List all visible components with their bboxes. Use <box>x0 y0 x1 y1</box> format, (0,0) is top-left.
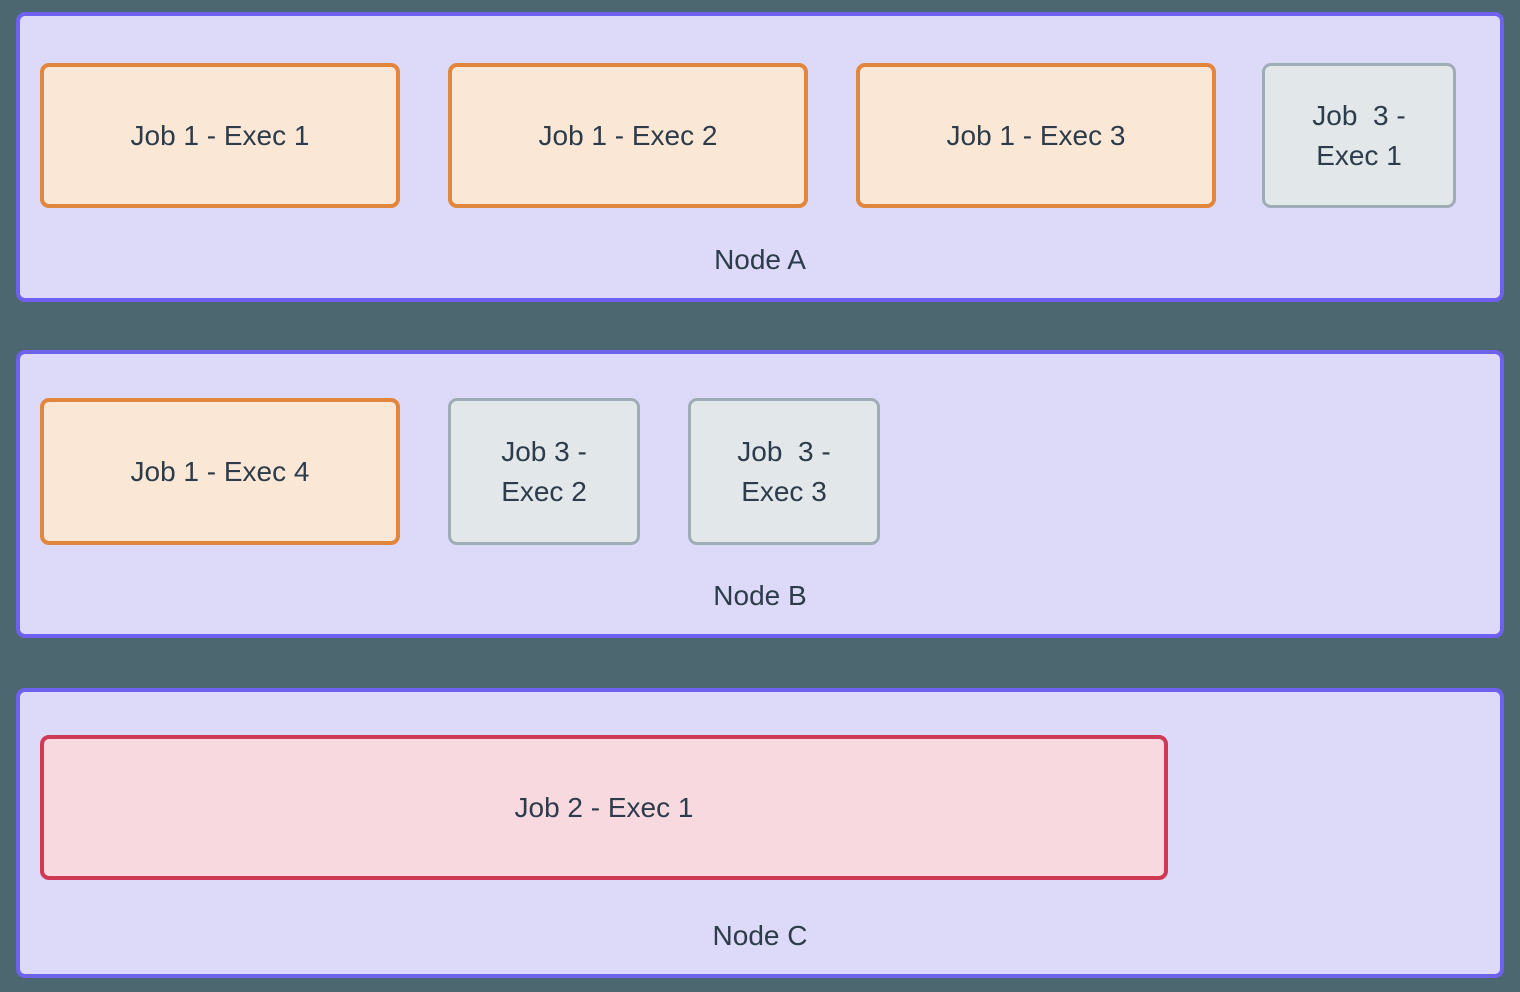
node-b: Job 1 - Exec 4 Job 3 - Exec 2 Job 3 - Ex… <box>16 350 1504 638</box>
executor-job1-exec1: Job 1 - Exec 1 <box>40 63 400 208</box>
node-c: Job 2 - Exec 1 Node C <box>16 688 1504 978</box>
executor-label: Job 1 - Exec 1 <box>130 119 310 151</box>
executor-job3-exec3: Job 3 - Exec 3 <box>688 398 880 545</box>
node-c-label: Node C <box>712 920 808 951</box>
executor-label: Job 3 - Exec 1 <box>1312 99 1406 171</box>
executor-label: Job 1 - Exec 4 <box>130 455 310 487</box>
executor-label: Job 1 - Exec 2 <box>538 119 718 151</box>
executor-job1-exec4: Job 1 - Exec 4 <box>40 398 400 545</box>
executor-job3-exec2: Job 3 - Exec 2 <box>448 398 640 545</box>
executor-job3-exec1: Job 3 - Exec 1 <box>1262 63 1456 208</box>
executor-job1-exec3: Job 1 - Exec 3 <box>856 63 1216 208</box>
executor-label: Job 3 - Exec 2 <box>501 435 587 507</box>
node-a-label: Node A <box>714 244 806 275</box>
executor-job1-exec2: Job 1 - Exec 2 <box>448 63 808 208</box>
executor-job2-exec1: Job 2 - Exec 1 <box>40 735 1168 880</box>
executor-label: Job 2 - Exec 1 <box>514 791 694 823</box>
executor-label: Job 3 - Exec 3 <box>737 435 831 507</box>
node-b-label: Node B <box>713 580 807 611</box>
executor-label: Job 1 - Exec 3 <box>946 119 1126 151</box>
node-a: Job 1 - Exec 1 Job 1 - Exec 2 Job 1 - Ex… <box>16 12 1504 302</box>
